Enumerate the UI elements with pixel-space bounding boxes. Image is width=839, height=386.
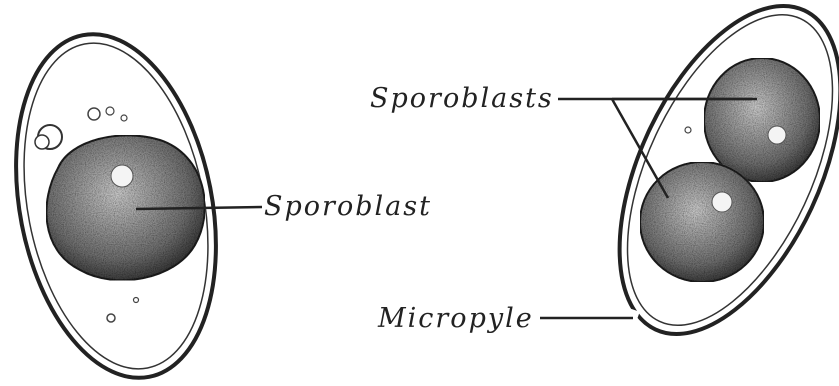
lower-sporoblast-nucleus [711, 191, 733, 213]
vacuole [106, 313, 116, 323]
vacuole [34, 134, 50, 150]
vacuole [105, 106, 115, 116]
left-sporoblast-nucleus [110, 164, 134, 188]
sporoblasts-leader-diagonal-lower [610, 98, 670, 199]
vacuole [132, 296, 140, 304]
sporoblasts-label: Sporoblasts [370, 83, 554, 114]
right-sporoblast-lower [639, 161, 765, 283]
sporoblast-label: Sporoblast [264, 191, 432, 222]
right-spore-outer-wall [617, 4, 839, 336]
left-sporoblast [45, 134, 206, 282]
left-spore [14, 32, 263, 380]
left-spore-outer-wall [14, 32, 218, 380]
right-spore [540, 4, 839, 336]
vacuole [684, 126, 692, 134]
upper-sporoblast-nucleus [767, 125, 787, 145]
sporoblast-leader-line [135, 205, 263, 211]
right-sporoblast-upper [703, 57, 821, 183]
micropyle-opening [628, 308, 640, 319]
micropyle-label: Micropyle [378, 303, 534, 334]
vacuole [87, 107, 101, 121]
vacuole [120, 114, 128, 122]
right-spore-inner-wall [626, 13, 834, 327]
